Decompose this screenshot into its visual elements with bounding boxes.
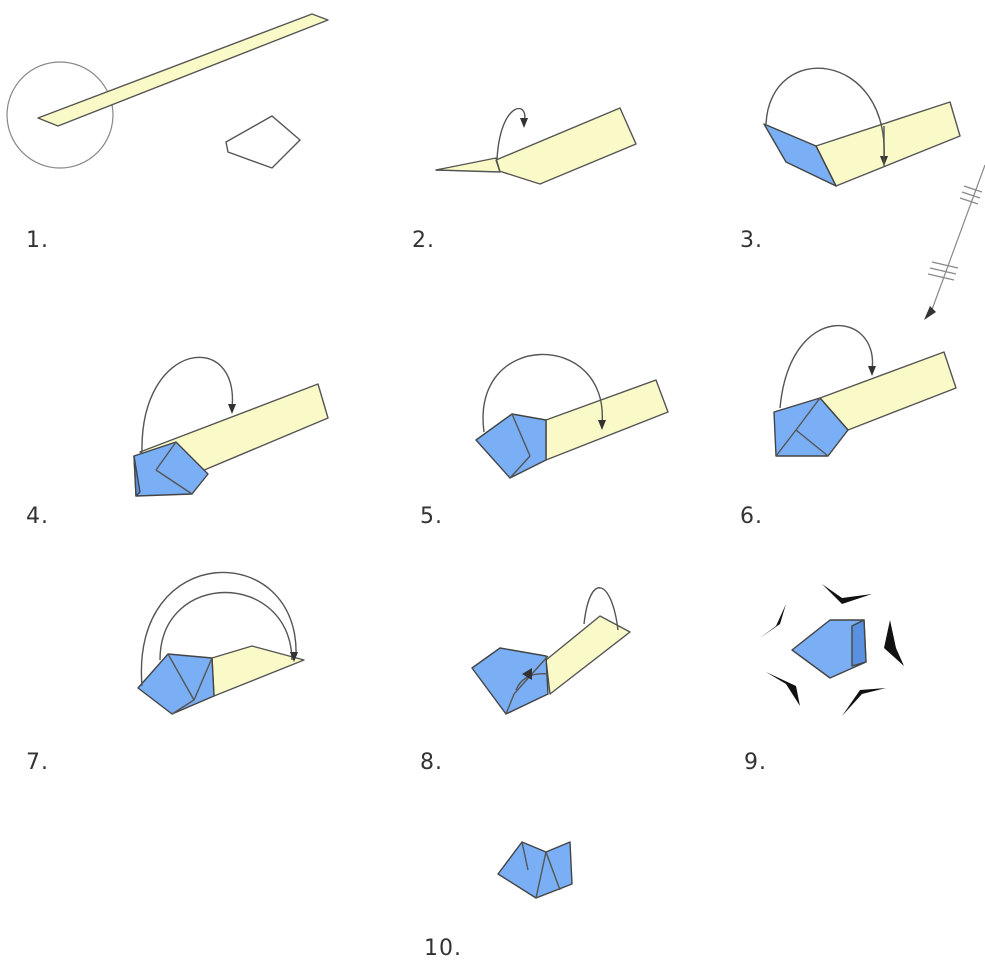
step-3-figure [763,67,961,187]
pentagon-face [471,647,549,715]
fold-arrow [141,356,234,453]
step-9-figure [760,584,904,716]
knot-circle [6,61,114,169]
tuck-arrow [515,673,549,691]
pentagon-outline [225,115,302,169]
paper-strip [211,645,305,697]
pentagon-face [773,397,849,457]
step-5-figure [475,353,669,479]
step-2-figure [435,107,637,185]
paper-strip [819,351,957,431]
step-label-7: 7. [26,750,49,775]
pinch-mark-right [884,620,904,666]
step-label-1: 1. [26,228,49,253]
arrowhead [868,366,876,376]
step-label-5: 5. [420,504,443,529]
fold-arrow [765,67,885,161]
folded-tip [435,157,501,173]
step-label-10: 10. [424,936,462,961]
finished-star [497,841,573,899]
paper-strip [815,101,961,187]
arrowhead [522,668,532,680]
fold-arrow [779,324,874,409]
step-label-4: 4. [26,504,49,529]
pinch-mark-bottom-right [842,688,886,716]
pinch-mark-left [760,604,786,638]
fold-arrow-outer [140,571,297,687]
paper-strip [545,379,669,461]
step-label-6: 6. [740,504,763,529]
step-label-8: 8. [420,750,443,775]
strip-loop [583,587,619,631]
arrowhead [598,420,606,430]
folded-pentagon-face [763,123,837,187]
step-10-figure [497,841,573,899]
pentagon-face [137,653,215,715]
arrowhead [228,404,236,414]
pentagon-face [475,413,547,479]
arrowhead [520,118,528,128]
step-7-figure [137,571,305,715]
arrowhead [290,652,298,662]
step-1-figure [6,13,329,169]
step-label-2: 2. [412,228,435,253]
arrowhead [924,306,936,320]
step-label-9: 9. [744,750,767,775]
pinch-mark-top [822,584,872,604]
pinch-mark-bottom-left [766,672,800,706]
continuation-arrow [924,164,985,320]
fold-arrow [496,107,526,161]
step-6-figure [773,324,957,457]
step-8-figure [471,587,631,715]
paper-strip [545,615,631,695]
fold-arrow-inner [159,591,293,661]
step-4-figure [133,356,329,497]
paper-strip [435,107,637,185]
fold-arrow [482,353,603,433]
paper-strip [37,13,329,127]
step-label-3: 3. [740,228,763,253]
